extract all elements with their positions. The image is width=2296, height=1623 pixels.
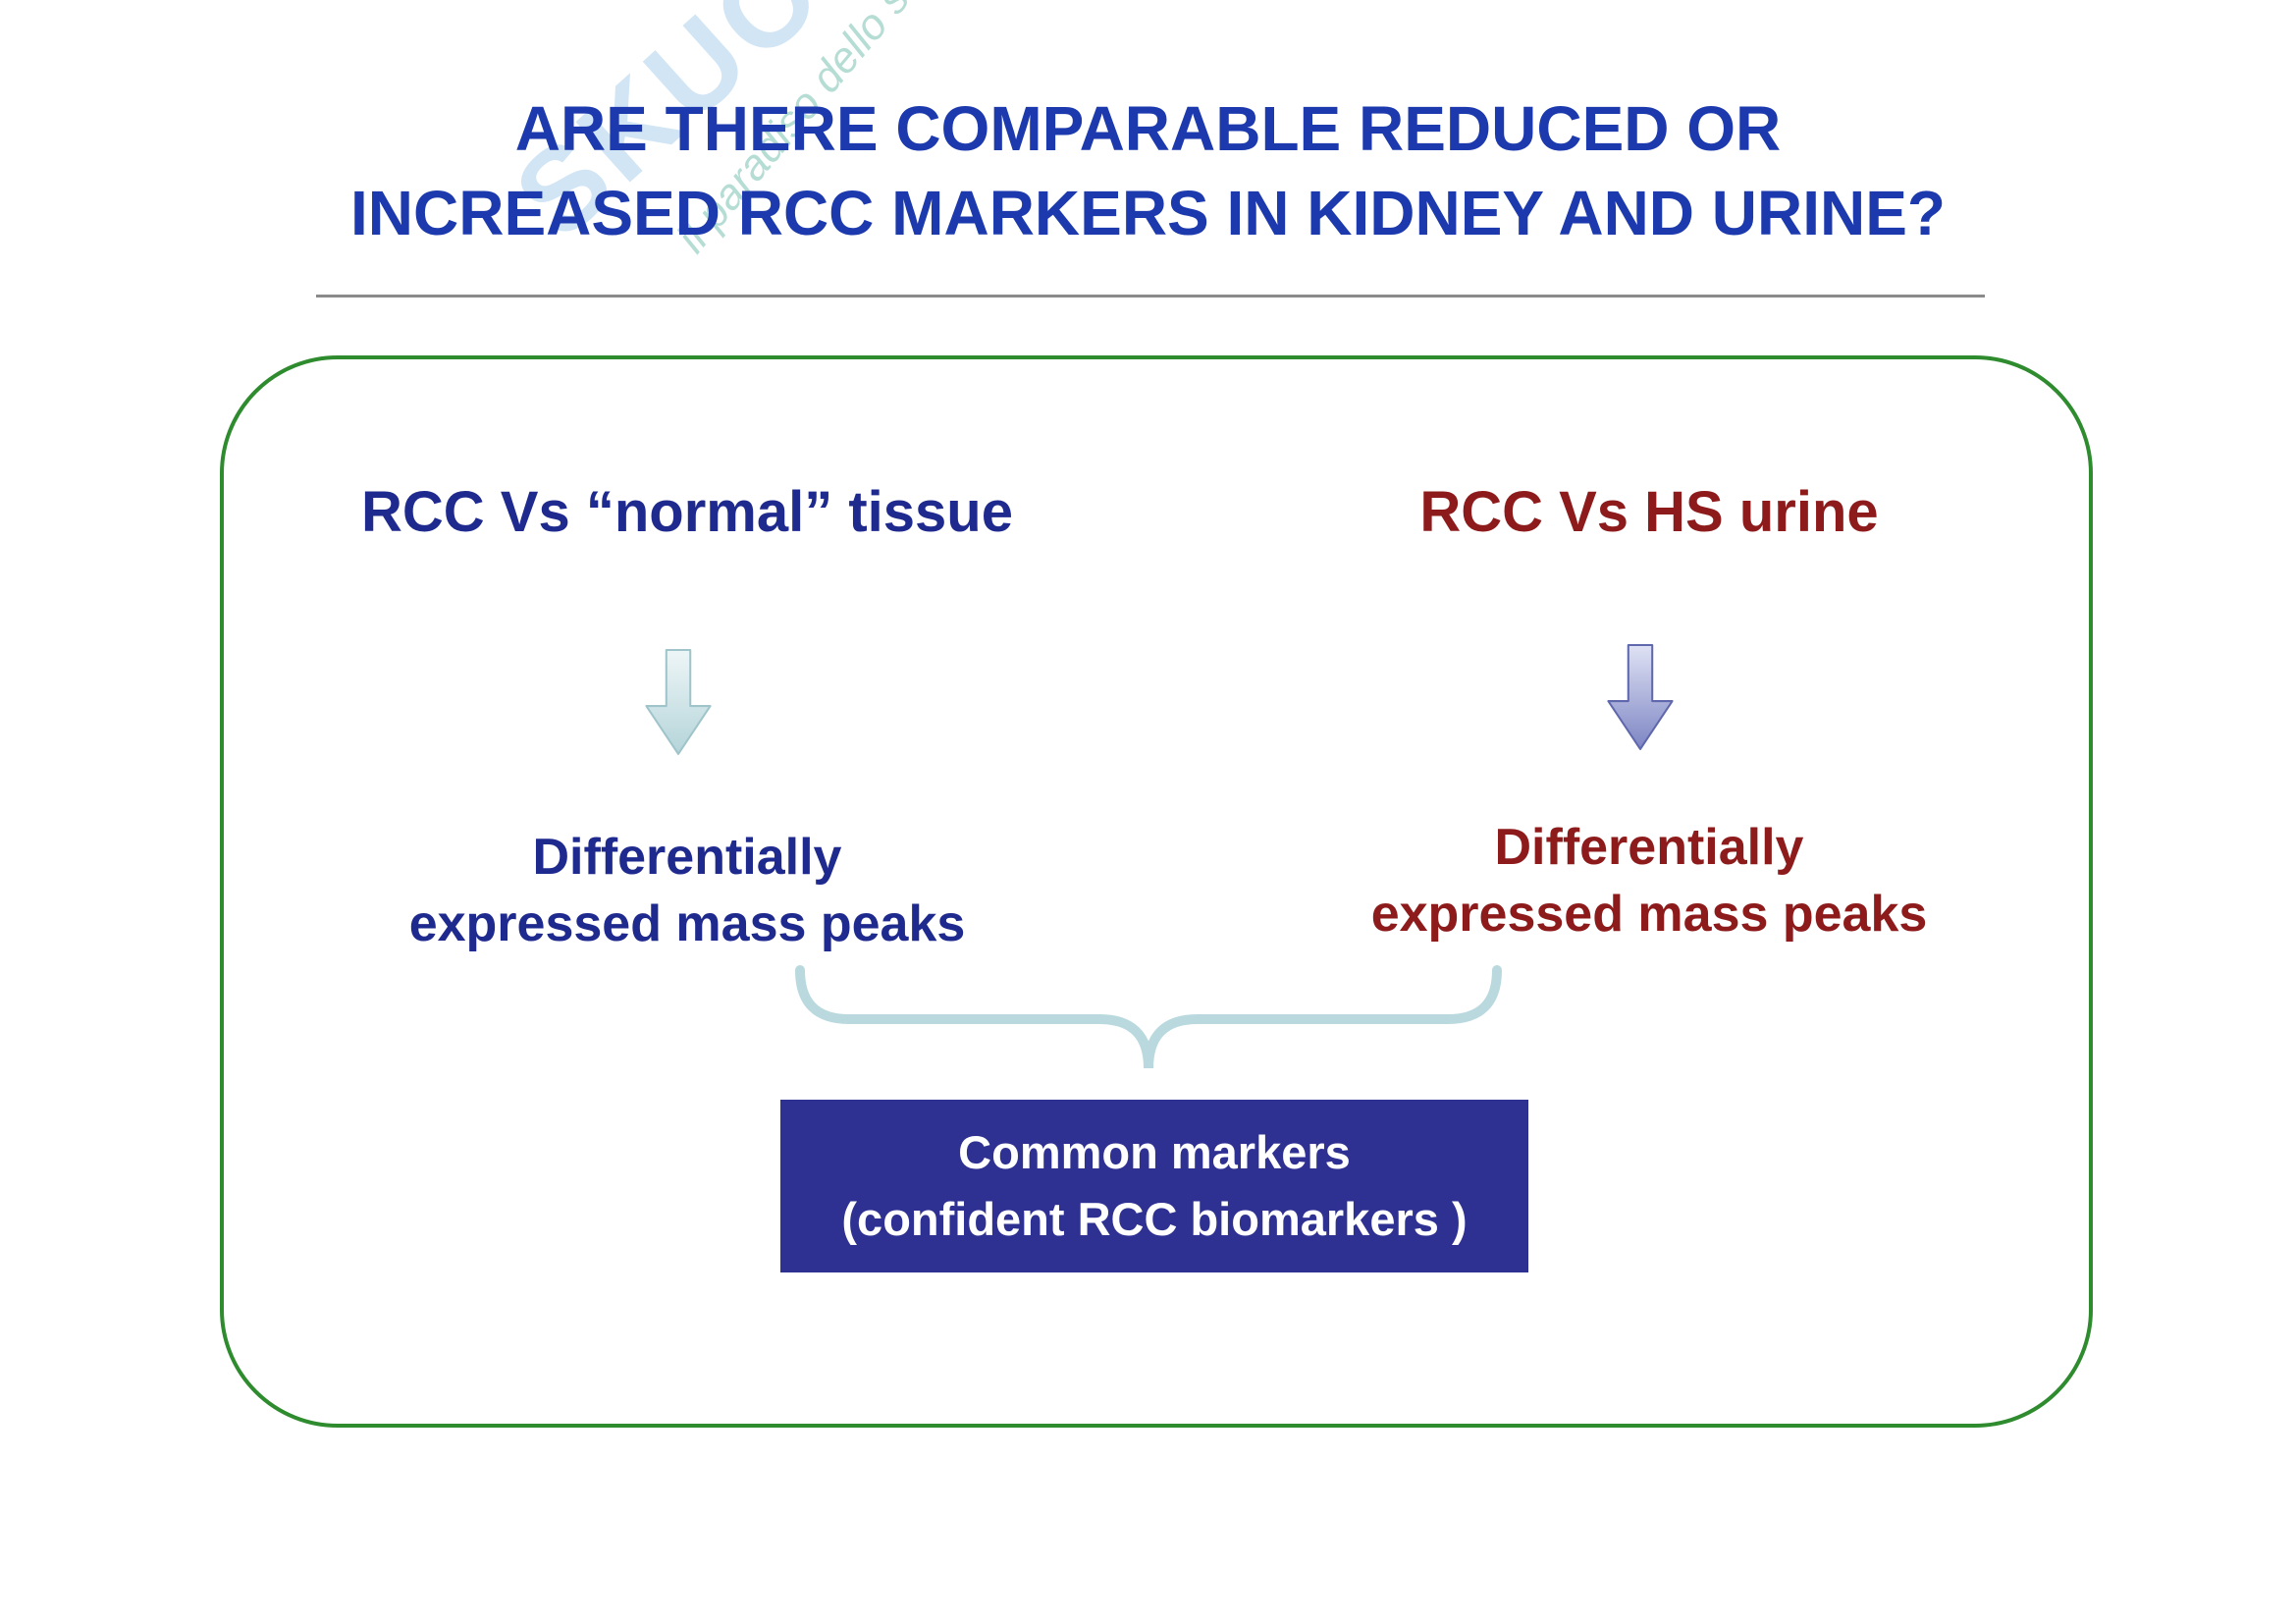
left-result-line1: Differentially — [532, 829, 842, 886]
slide-title: ARE THERE COMPARABLE REDUCED OR INCREASE… — [0, 86, 2296, 256]
title-divider-line — [316, 295, 1985, 298]
diagram-container-border — [220, 355, 2093, 1428]
down-arrow-icon-left — [645, 649, 712, 755]
left-column-heading: RCC Vs “normal” tissue — [361, 480, 1013, 544]
common-markers-box: Common markers (confident RCC biomarkers… — [780, 1100, 1528, 1272]
slide-title-line2: INCREASED RCC MARKERS IN KIDNEY AND URIN… — [350, 178, 1946, 249]
curly-brace — [795, 965, 1502, 1069]
common-markers-line2: (confident RCC biomarkers ) — [841, 1193, 1468, 1245]
right-column-heading: RCC Vs HS urine — [1419, 480, 1879, 544]
right-result-text: Differentially expressed mass peaks — [1247, 815, 2052, 947]
slide-title-line1: ARE THERE COMPARABLE REDUCED OR — [514, 93, 1782, 164]
common-markers-line1: Common markers — [958, 1125, 1351, 1178]
right-result-line1: Differentially — [1494, 819, 1804, 876]
left-result-text: Differentially expressed mass peaks — [285, 825, 1090, 957]
down-arrow-icon-right — [1607, 644, 1674, 750]
right-result-line2: expressed mass peaks — [1370, 885, 1928, 943]
left-result-line2: expressed mass peaks — [408, 894, 966, 952]
